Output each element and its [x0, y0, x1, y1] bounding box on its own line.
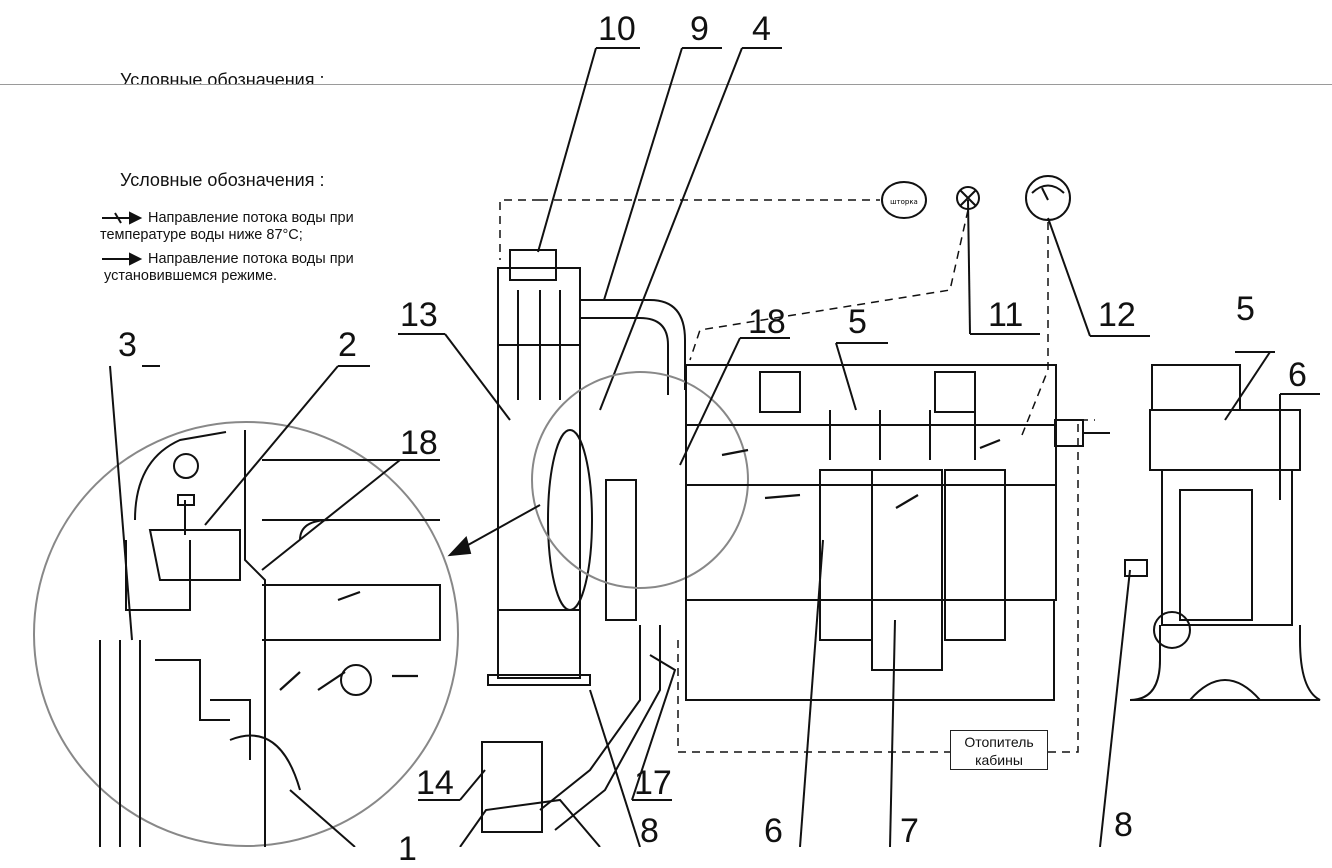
callout-5-side: 5: [1236, 290, 1255, 328]
callout-6-side: 6: [1288, 356, 1307, 394]
engine-crankcase: [685, 599, 1055, 701]
cylinder-3: [944, 469, 1006, 641]
callout-9-leader: [603, 47, 683, 301]
radiator-cap: [509, 249, 557, 281]
legend-item1-line2: температуре воды ниже 87°С;: [100, 227, 303, 243]
header-divider: [0, 84, 1332, 85]
shutter-label: шторка: [890, 198, 918, 206]
detail-circle-large: [33, 421, 459, 847]
callout-6-bottom: 6: [764, 812, 783, 850]
detail-passage: [340, 664, 372, 696]
lower-hose: [539, 625, 641, 811]
warning-lamp: [956, 186, 980, 210]
detail-thermostat: [148, 529, 241, 581]
fan: [547, 429, 593, 611]
side-cylinder: [1161, 469, 1293, 626]
side-head: [1149, 409, 1301, 471]
callout-8-bottom: 8: [640, 812, 659, 850]
side-main-bearing: [1189, 679, 1261, 701]
cylinder-1: [819, 469, 873, 641]
legend-title: Условные обозначения :: [120, 170, 325, 190]
callout-8-leader: [1099, 569, 1131, 847]
radiator-bottom-tank: [487, 674, 591, 686]
callout-13-leader: [444, 333, 511, 421]
callout-10-leader: [537, 47, 597, 253]
cab-heater-line1: Отопитель: [964, 734, 1034, 750]
callout-1: 1: [398, 830, 417, 868]
callout-14: 14: [416, 764, 454, 802]
side-head-top: [1151, 364, 1241, 411]
side-crankcase: [1129, 625, 1321, 701]
callout-6-leader: [799, 539, 824, 847]
callout-3: 3: [118, 326, 137, 364]
pump-body: [481, 741, 543, 833]
callout-8-right: 8: [1114, 806, 1133, 844]
gauge-wire: [1019, 222, 1049, 441]
callout-11: 11: [988, 296, 1024, 334]
legend-item2-line2: установившемся режиме.: [104, 268, 278, 284]
legend-item1-line1: Направление потока воды при: [148, 210, 354, 226]
heater-hose-in: [677, 640, 950, 753]
callout-7-leader: [889, 619, 896, 847]
callout-17: 17: [634, 764, 672, 802]
side-bore: [1153, 611, 1191, 649]
callout-18-main: 18: [748, 303, 786, 341]
fan-pulley: [605, 479, 637, 621]
detail-circle-small: [531, 371, 749, 589]
radiator-body: [497, 267, 581, 679]
heater-hose-out: [1048, 419, 1095, 753]
temperature-sensor: [1054, 419, 1084, 447]
callout-8-bottom-leader: [589, 689, 641, 847]
cylinder-2: [871, 469, 943, 671]
temperature-gauge: [1025, 175, 1071, 221]
cab-heater-box: Отопитель кабины: [950, 730, 1048, 770]
drain-cock: [1124, 559, 1148, 577]
cooling-system-drawing: шторка: [33, 47, 1321, 847]
callout-2: 2: [338, 326, 357, 364]
cab-heater-line2: кабины: [975, 752, 1023, 768]
callout-12: 12: [1098, 296, 1136, 334]
callout-7: 7: [900, 812, 919, 850]
callout-4: 4: [752, 10, 771, 48]
callout-9: 9: [690, 10, 709, 48]
callout-10: 10: [598, 10, 636, 48]
engine-head: [685, 364, 1057, 426]
callout-4-leader: [599, 47, 743, 411]
legend-item2-line1: Направление потока воды при: [148, 251, 354, 267]
lamp-wire: [689, 209, 969, 361]
callout-13: 13: [400, 296, 438, 334]
upper-hose: [580, 299, 686, 390]
callout-5-main: 5: [848, 303, 867, 341]
shutter-knob: [881, 181, 927, 219]
callout-18-detail: 18: [400, 424, 438, 462]
